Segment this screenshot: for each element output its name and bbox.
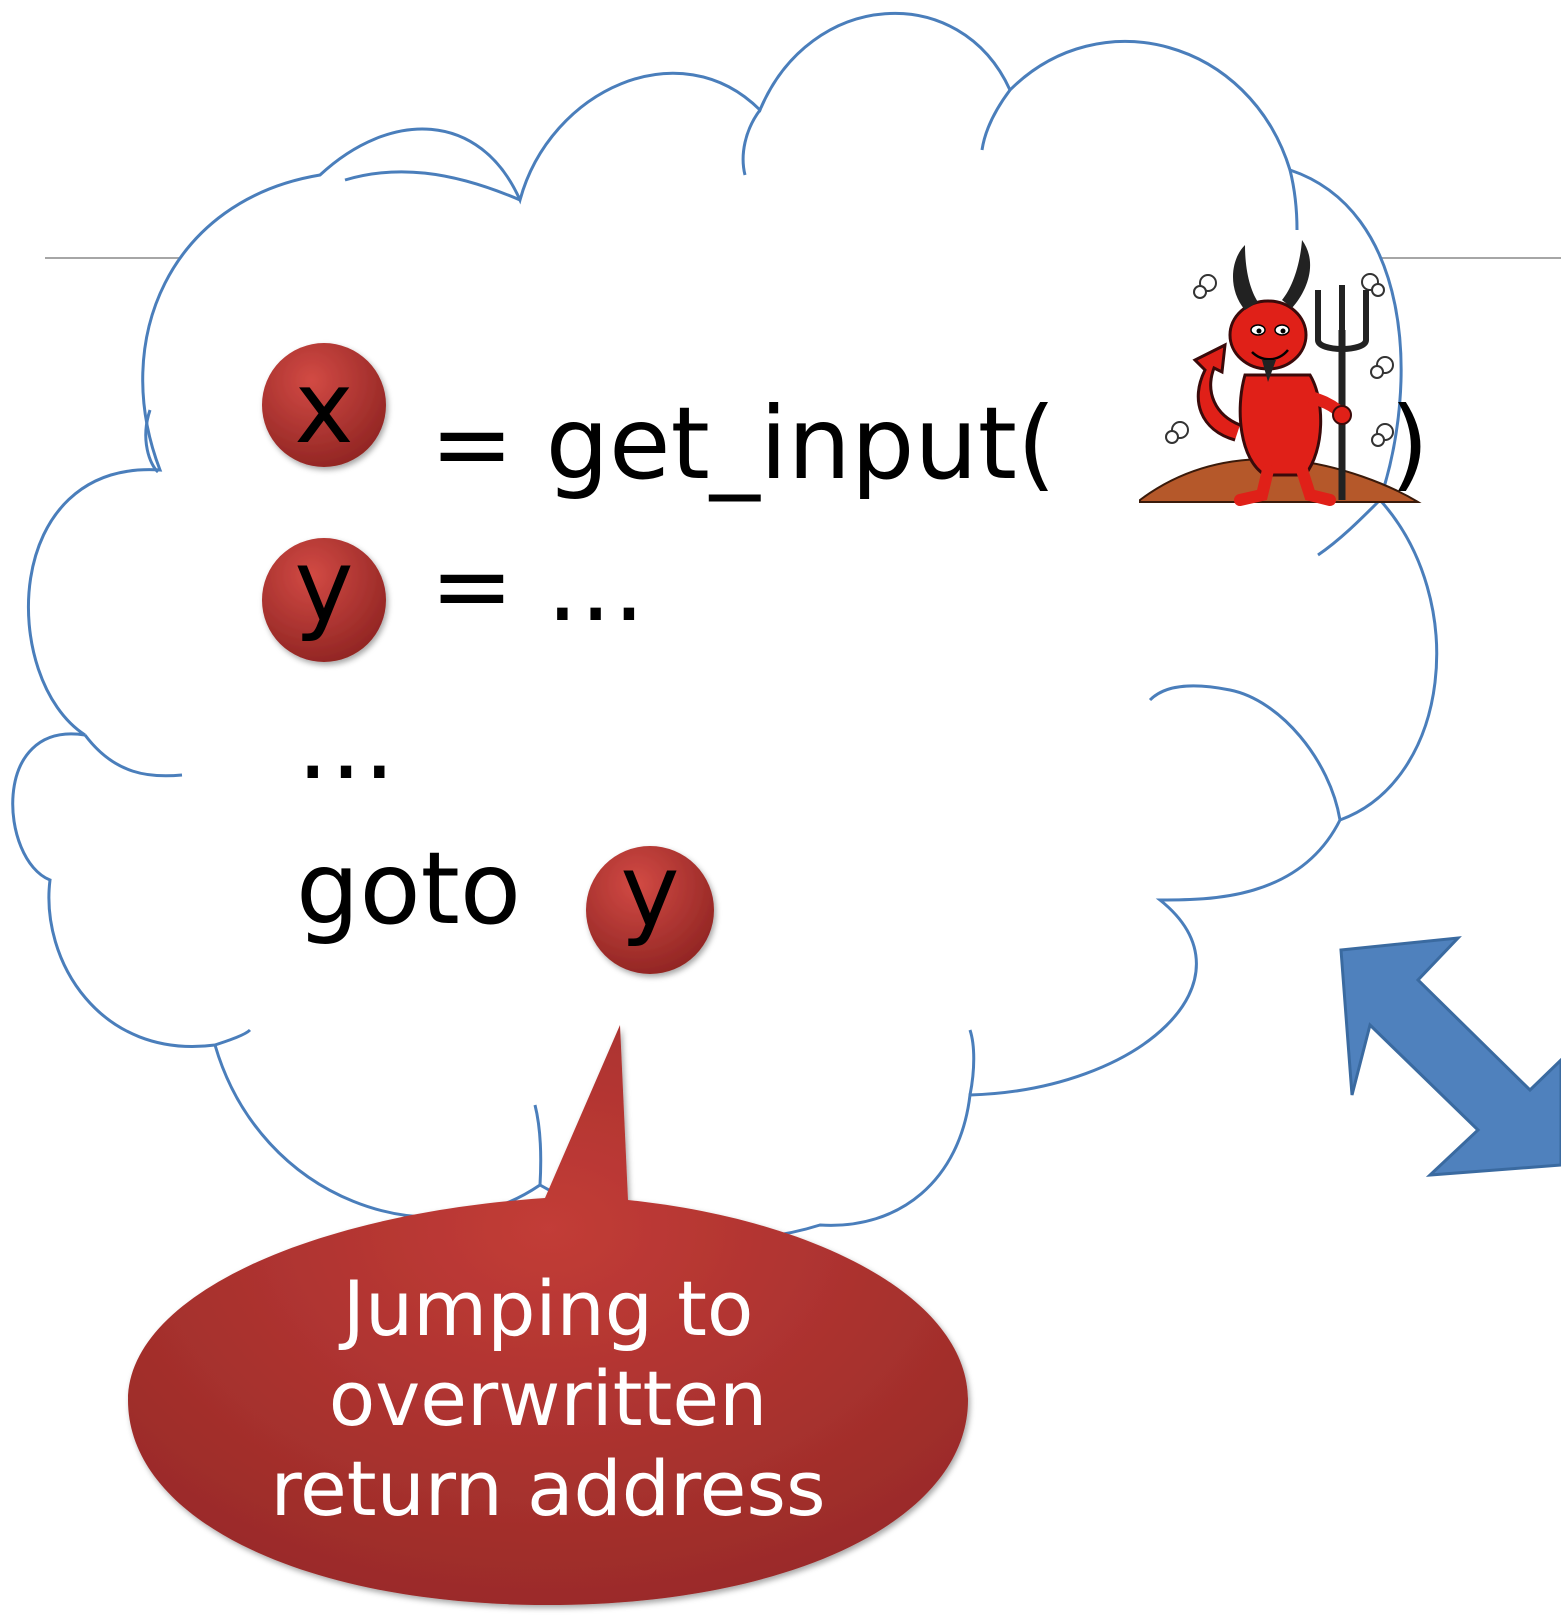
callout-bubble <box>128 1025 968 1605</box>
variable-bubble-y-1: y <box>262 527 386 662</box>
get-input-call: = get_input( <box>430 385 1056 502</box>
variable-bubble-y-2: y <box>586 832 714 974</box>
assignment-ellipsis: = … <box>430 527 646 644</box>
callout-line-2: overwritten <box>329 1354 768 1443</box>
code-line-1: x = get_input( ) <box>262 343 1429 502</box>
code-line-4: goto y <box>296 830 714 974</box>
callout-line-1: Jumping to <box>339 1264 754 1353</box>
goto-keyword: goto <box>296 830 521 947</box>
code-line-3-ellipsis: … <box>296 685 396 802</box>
thought-cloud <box>11 11 1439 1241</box>
variable-y-label-2: y <box>620 832 679 949</box>
callout-text: Jumping to overwritten return address <box>270 1264 825 1533</box>
callout-line-3: return address <box>270 1444 825 1533</box>
double-headed-diagonal-arrow-icon <box>1339 936 1561 1177</box>
thought-cloud-lobe-lines <box>83 89 1382 1186</box>
code-line-2: y = … <box>262 527 646 662</box>
variable-x-label: x <box>294 349 353 466</box>
variable-y-label-1: y <box>294 527 353 644</box>
get-input-close-paren: ) <box>1390 385 1429 502</box>
devil-attacker-icon <box>1139 240 1422 506</box>
variable-bubble-x: x <box>262 343 386 467</box>
